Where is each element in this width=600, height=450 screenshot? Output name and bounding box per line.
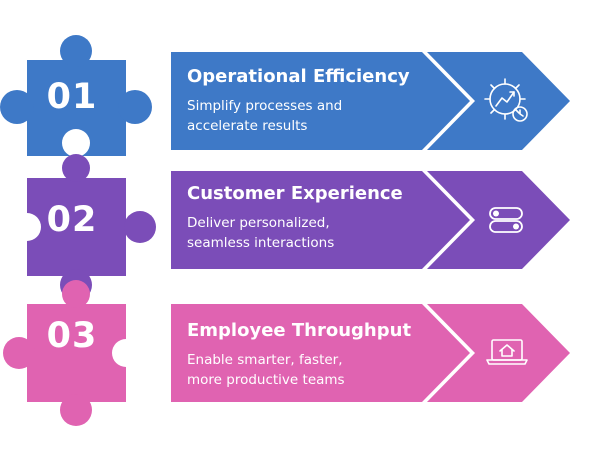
step-description-1-line-1: Simplify processes and bbox=[187, 98, 343, 114]
row-2: 02 Customer Experience Deliver personali… bbox=[0, 0, 600, 251]
step-number-1: 01 bbox=[46, 77, 98, 117]
arrow-head-3 bbox=[427, 304, 570, 402]
step-description-1-line-2: accelerate results bbox=[187, 118, 308, 134]
row-3-graphics bbox=[3, 280, 570, 426]
puzzle-piece-3 bbox=[3, 280, 126, 426]
row-1: 01 Operational Efficiency Simplify proce… bbox=[0, 0, 600, 134]
step-description-3-line-2: more productive teams bbox=[187, 372, 345, 388]
step-description-1: Simplify processes and accelerate result… bbox=[187, 96, 427, 136]
step-description-2: Deliver personalized, seamless interacti… bbox=[187, 213, 427, 253]
puzzle-notch-3 bbox=[112, 339, 140, 367]
laptop-home-icon bbox=[486, 339, 528, 365]
puzzle-notch-2 bbox=[13, 213, 41, 241]
row-1-graphics bbox=[0, 35, 570, 157]
arrow-banner-3 bbox=[171, 304, 470, 402]
step-description-3: Enable smarter, faster, more productive … bbox=[187, 350, 427, 390]
step-title-3: Employee Throughput bbox=[187, 320, 412, 341]
arrow-head-1 bbox=[427, 52, 570, 150]
step-number-2: 02 bbox=[46, 200, 98, 240]
toggle-switches-icon bbox=[489, 207, 523, 233]
step-description-3-line-1: Enable smarter, faster, bbox=[187, 352, 343, 368]
puzzle-notch-1 bbox=[62, 129, 90, 157]
arrow-head-2 bbox=[427, 171, 570, 269]
step-description-2-line-2: seamless interactions bbox=[187, 235, 335, 251]
arrow-banner-1 bbox=[171, 52, 470, 150]
arrow-banner-2 bbox=[171, 171, 470, 269]
step-number-3: 03 bbox=[46, 316, 98, 356]
gear-growth-chart-icon bbox=[484, 78, 528, 122]
step-title-2: Customer Experience bbox=[187, 183, 403, 204]
row-3: 03 Employee Throughput Enable smarter, f… bbox=[0, 0, 600, 388]
step-description-2-line-1: Deliver personalized, bbox=[187, 215, 330, 231]
row-2-graphics bbox=[13, 154, 570, 301]
puzzle-piece-2 bbox=[27, 154, 156, 301]
step-title-1: Operational Efficiency bbox=[187, 66, 410, 87]
